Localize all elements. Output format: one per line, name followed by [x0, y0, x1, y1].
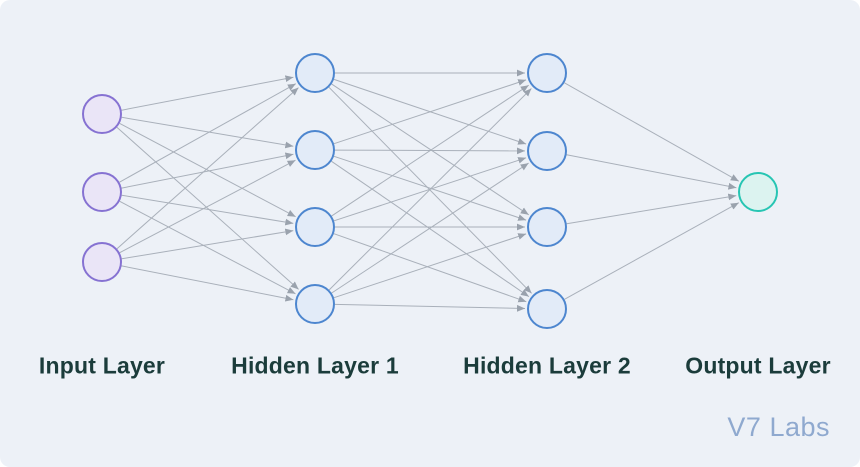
node-output-layer-1	[738, 172, 778, 212]
node-hidden-layer-1-3	[295, 207, 335, 247]
layer-label-hidden-1: Hidden Layer 1	[231, 352, 399, 379]
edge-input-layer-1-to-hidden-layer-1-4	[116, 126, 299, 290]
node-hidden-layer-1-2	[295, 130, 335, 170]
neuron-nodes	[82, 53, 778, 329]
edge-input-layer-2-to-hidden-layer-1-2	[121, 152, 294, 189]
node-hidden-layer-2-3	[527, 207, 567, 247]
edge-hidden-layer-2-3-to-output-layer-1	[566, 193, 737, 225]
node-hidden-layer-2-1	[527, 53, 567, 93]
edge-hidden-layer-1-1-to-hidden-layer-2-4	[328, 86, 532, 294]
edge-input-layer-1-to-hidden-layer-1-2	[121, 116, 294, 149]
edge-hidden-layer-1-3-to-hidden-layer-2-1	[331, 84, 529, 217]
edge-hidden-layer-2-2-to-output-layer-1	[566, 154, 737, 190]
node-input-layer-2	[82, 172, 122, 212]
node-hidden-layer-2-4	[527, 289, 567, 329]
layer-label-output: Output Layer	[685, 352, 831, 379]
edge-input-layer-2-to-hidden-layer-1-1	[119, 83, 297, 183]
node-input-layer-3	[82, 242, 122, 282]
edge-input-layer-3-to-hidden-layer-1-2	[119, 159, 296, 254]
edge-input-layer-1-to-hidden-layer-1-1	[121, 75, 294, 111]
edge-hidden-layer-1-4-to-hidden-layer-2-4	[334, 303, 526, 312]
edge-hidden-layer-1-3-to-hidden-layer-2-4	[333, 233, 527, 303]
edge-hidden-layer-1-4-to-hidden-layer-2-2	[331, 162, 529, 294]
edge-hidden-layer-1-2-to-hidden-layer-2-4	[331, 160, 530, 298]
node-hidden-layer-1-1	[295, 53, 335, 93]
edge-hidden-layer-1-4-to-hidden-layer-2-3	[333, 233, 527, 299]
v7-labs-watermark: V7 Labs	[727, 412, 830, 442]
edge-input-layer-3-to-hidden-layer-1-1	[116, 87, 299, 250]
edge-hidden-layer-1-4-to-hidden-layer-2-1	[328, 88, 532, 291]
node-hidden-layer-2-2	[527, 131, 567, 171]
edge-hidden-layer-2-4-to-output-layer-1	[564, 202, 740, 300]
node-hidden-layer-1-4	[295, 284, 335, 324]
edge-input-layer-3-to-hidden-layer-1-4	[121, 265, 294, 302]
edge-input-layer-2-to-hidden-layer-1-3	[121, 194, 294, 226]
edge-hidden-layer-1-2-to-hidden-layer-2-1	[333, 79, 527, 145]
edge-input-layer-2-to-hidden-layer-1-4	[119, 200, 296, 295]
layer-label-hidden-2: Hidden Layer 2	[463, 352, 631, 379]
layer-label-input: Input Layer	[38, 352, 166, 379]
edge-hidden-layer-1-1-to-hidden-layer-2-3	[331, 83, 529, 216]
edge-hidden-layer-2-1-to-output-layer-1	[564, 82, 740, 182]
edge-input-layer-1-to-hidden-layer-1-3	[119, 122, 296, 218]
edge-hidden-layer-1-2-to-hidden-layer-2-3	[333, 155, 527, 221]
node-input-layer-1	[82, 94, 122, 134]
edge-input-layer-3-to-hidden-layer-1-3	[121, 228, 294, 260]
connection-edges	[116, 69, 740, 312]
